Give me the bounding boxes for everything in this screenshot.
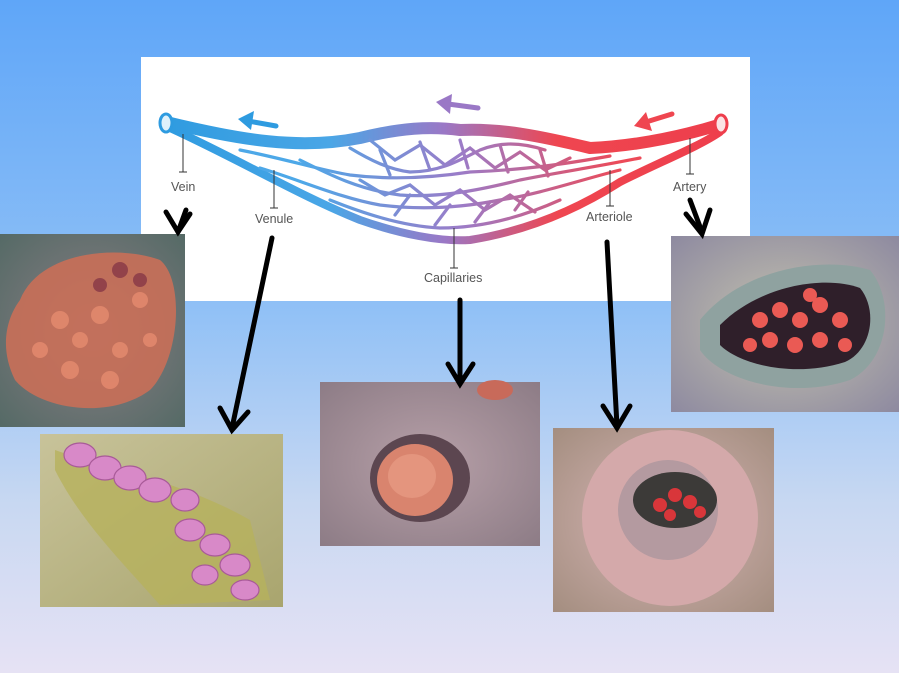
micrograph-arteriole [553,428,774,612]
label-artery: Artery [673,180,707,194]
blood-vessel-network [158,112,729,245]
label-vein: Vein [171,180,195,194]
label-leader-lines [179,134,694,269]
flow-arrow-red-icon [634,111,675,131]
flow-arrow-blue-icon [238,111,279,130]
flow-arrow-purple-icon [436,94,481,114]
label-capillaries: Capillaries [424,271,482,285]
pointer-arrows [163,197,713,435]
label-arteriole: Arteriole [586,210,633,224]
micrograph-venule [40,434,283,607]
micrograph-vein [0,234,185,427]
micrograph-artery [671,236,899,412]
label-venule: Venule [255,212,293,226]
micrograph-capillary [320,380,540,546]
diagram-panel [141,57,750,301]
